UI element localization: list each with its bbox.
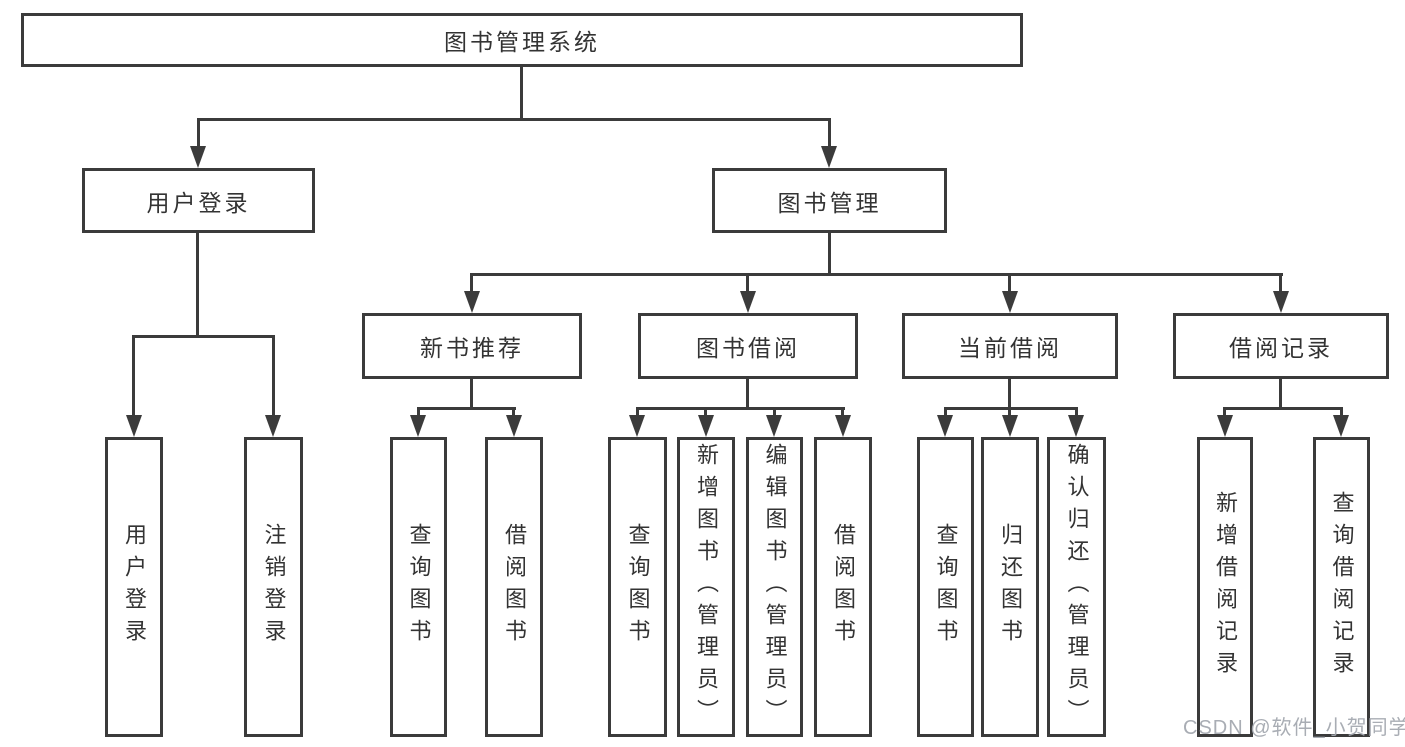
leaf-query-borrow-record-label: 查询借阅记录 (1329, 491, 1355, 683)
node-book-borrow: 图书借阅 (638, 313, 858, 379)
leaf-query-book-1-label: 查询图书 (406, 523, 432, 651)
leaf-query-book-2-label: 查询图书 (625, 523, 651, 651)
connector-line (1223, 407, 1342, 410)
leaf-query-borrow-record: 查询借阅记录 (1313, 437, 1370, 737)
node-user-login-label: 用户登录 (146, 189, 251, 216)
connector-line (1075, 407, 1078, 417)
leaf-user-login-label: 用户登录 (122, 523, 147, 651)
leaf-return-book: 归还图书 (981, 437, 1039, 737)
node-borrow-records: 借阅记录 (1173, 313, 1389, 379)
connector-line (1340, 407, 1343, 417)
leaf-confirm-return-admin: 确认归还（管理员） (1047, 437, 1106, 737)
leaf-user-login: 用户登录 (105, 437, 163, 737)
connector-line (1279, 379, 1282, 409)
arrowhead-icon (265, 415, 281, 437)
arrowhead-icon (1333, 415, 1349, 437)
arrowhead-icon (821, 146, 837, 168)
arrowhead-icon (835, 415, 851, 437)
arrowhead-icon (740, 291, 756, 313)
leaf-edit-book-admin: 编辑图书（管理员） (746, 437, 803, 737)
connector-line (636, 407, 845, 410)
leaf-borrow-book-2-label: 借阅图书 (831, 523, 856, 651)
connector-line (470, 273, 1283, 276)
arrowhead-icon (1273, 291, 1289, 313)
connector-line (841, 407, 844, 417)
leaf-return-book-label: 归还图书 (998, 523, 1023, 651)
leaf-borrow-book-1-label: 借阅图书 (502, 523, 527, 651)
arrowhead-icon (506, 415, 522, 437)
connector-line (1008, 379, 1011, 409)
arrowhead-icon (126, 415, 142, 437)
node-book-management-label: 图书管理 (777, 189, 882, 216)
leaf-add-book-admin-label: 新增图书（管理员） (694, 443, 719, 731)
leaf-edit-book-admin-label: 编辑图书（管理员） (762, 443, 788, 731)
connector-line (746, 379, 749, 409)
leaf-add-borrow-record: 新增借阅记录 (1197, 437, 1253, 737)
connector-line (520, 67, 523, 120)
arrowhead-icon (1002, 415, 1018, 437)
connector-line (417, 407, 420, 417)
connector-line (636, 407, 639, 417)
node-current-borrow: 当前借阅 (902, 313, 1118, 379)
connector-line (773, 407, 776, 417)
connector-line (828, 118, 831, 148)
connector-line (132, 335, 135, 417)
arrowhead-icon (464, 291, 480, 313)
leaf-borrow-book-2: 借阅图书 (814, 437, 872, 737)
connector-line (944, 407, 947, 417)
connector-line (704, 407, 707, 417)
connector-line (132, 335, 275, 338)
connector-line (197, 118, 831, 121)
arrowhead-icon (410, 415, 426, 437)
arrowhead-icon (937, 415, 953, 437)
leaf-confirm-return-admin-label: 确认归还（管理员） (1064, 443, 1090, 731)
node-new-book-recommend-label: 新书推荐 (420, 335, 524, 361)
arrowhead-icon (698, 415, 714, 437)
node-root-label: 图书管理系统 (444, 29, 600, 55)
leaf-query-book-3: 查询图书 (917, 437, 974, 737)
connector-line (196, 233, 199, 337)
leaf-query-book-3-label: 查询图书 (933, 523, 959, 651)
node-new-book-recommend: 新书推荐 (362, 313, 582, 379)
leaf-add-borrow-record-label: 新增借阅记录 (1213, 491, 1238, 683)
connector-line (197, 118, 200, 148)
arrowhead-icon (766, 415, 782, 437)
connector-line (828, 233, 831, 275)
node-user-login: 用户登录 (82, 168, 315, 233)
connector-line (470, 273, 473, 293)
leaf-add-book-admin: 新增图书（管理员） (677, 437, 735, 737)
node-book-management: 图书管理 (712, 168, 947, 233)
connector-line (746, 273, 749, 293)
connector-line (1008, 273, 1011, 293)
node-root: 图书管理系统 (21, 13, 1023, 67)
arrowhead-icon (629, 415, 645, 437)
connector-line (1008, 407, 1011, 417)
arrowhead-icon (1002, 291, 1018, 313)
connector-line (944, 407, 1078, 410)
arrowhead-icon (1217, 415, 1233, 437)
connector-line (470, 379, 473, 409)
connector-line (1223, 407, 1226, 417)
watermark: CSDN @软件_小贺同学 (1183, 717, 1405, 739)
leaf-borrow-book-1: 借阅图书 (485, 437, 543, 737)
leaf-logout-label: 注销登录 (261, 523, 287, 651)
connector-line (512, 407, 515, 417)
leaf-query-book-2: 查询图书 (608, 437, 667, 737)
arrowhead-icon (1068, 415, 1084, 437)
node-borrow-records-label: 借阅记录 (1229, 335, 1333, 361)
connector-line (1279, 273, 1282, 293)
node-book-borrow-label: 图书借阅 (696, 335, 800, 361)
connector-line (417, 407, 516, 410)
leaf-logout: 注销登录 (244, 437, 303, 737)
leaf-query-book-1: 查询图书 (390, 437, 447, 737)
node-current-borrow-label: 当前借阅 (958, 335, 1062, 361)
arrowhead-icon (190, 146, 206, 168)
connector-line (272, 335, 275, 417)
